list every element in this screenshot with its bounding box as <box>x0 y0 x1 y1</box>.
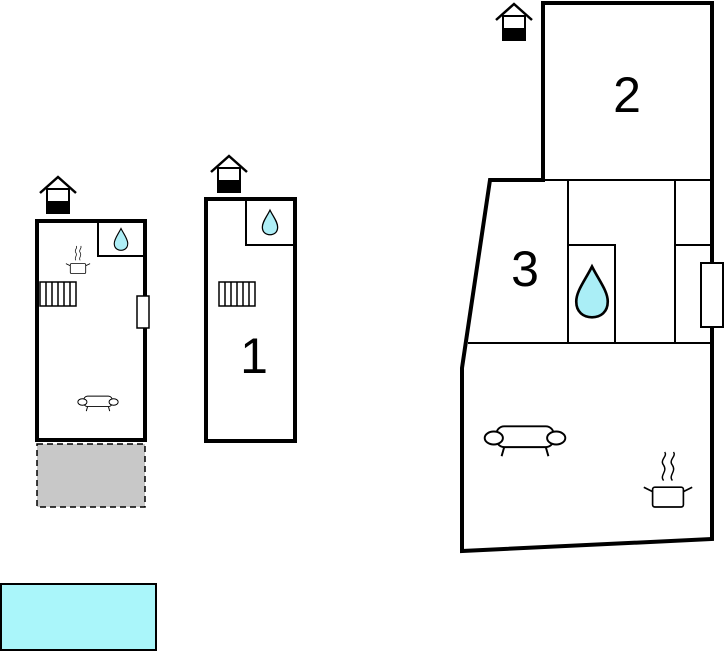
right-unit-walls <box>460 1 714 554</box>
middle-unit-bathroom <box>245 200 294 246</box>
window <box>136 295 150 329</box>
cooking-pot-icon <box>642 451 694 508</box>
entrance-icon <box>209 154 249 194</box>
window <box>700 262 724 328</box>
middle-unit-walls <box>204 197 297 443</box>
room-number-3: 3 <box>511 241 539 297</box>
middle-unit: 1 <box>204 154 297 443</box>
left-unit <box>35 175 150 508</box>
radiator-icon <box>39 281 77 307</box>
room-number-2: 2 <box>613 67 641 123</box>
bathroom-wall <box>568 244 616 343</box>
water-drop-icon <box>574 265 610 319</box>
room-number-1: 1 <box>240 328 268 384</box>
water-drop-icon <box>261 209 279 236</box>
terrace <box>36 443 146 508</box>
right-unit: 2 3 <box>460 1 724 554</box>
entrance-icon <box>494 2 534 42</box>
sofa-icon <box>483 425 567 458</box>
swimming-pool <box>0 583 157 651</box>
radiator-icon <box>218 281 256 307</box>
cooking-pot-icon <box>65 245 91 274</box>
left-unit-walls <box>35 219 147 442</box>
sofa-icon <box>77 395 119 412</box>
water-drop-icon <box>113 227 129 251</box>
left-unit-bathroom <box>97 221 145 257</box>
entrance-icon <box>38 175 78 215</box>
